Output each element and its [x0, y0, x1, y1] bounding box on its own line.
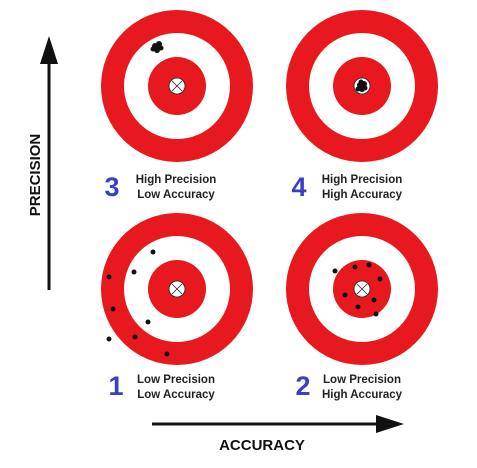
- bullseye-cross: [171, 283, 183, 295]
- shot: [355, 304, 361, 310]
- shot: [106, 336, 112, 342]
- shot: [362, 85, 368, 91]
- precision-arrow-head: [40, 36, 58, 64]
- target-caption-line1: High Precision: [136, 174, 217, 186]
- shot-scatter: [106, 249, 170, 357]
- target-number: 4: [291, 172, 306, 202]
- precision-axis-label: PRECISION: [27, 134, 44, 217]
- target-caption-line2: High Accuracy: [322, 389, 403, 401]
- shot: [332, 268, 338, 274]
- target-caption-line1: High Precision: [322, 174, 403, 186]
- target-number: 2: [295, 371, 310, 401]
- bullseye-cross: [171, 80, 183, 92]
- shot: [373, 311, 379, 317]
- shot: [145, 319, 151, 325]
- shot: [358, 79, 364, 85]
- precision-axis: PRECISION: [27, 36, 58, 290]
- shot: [150, 249, 156, 255]
- shot: [150, 46, 156, 52]
- shot-scatter: [332, 262, 383, 317]
- shot: [371, 297, 377, 303]
- shot: [164, 351, 170, 357]
- target-caption-line2: Low Accuracy: [137, 389, 215, 401]
- bullseye-cross: [356, 283, 368, 295]
- accuracy-arrow-head: [376, 415, 404, 433]
- accuracy-axis-label: ACCURACY: [219, 437, 305, 454]
- shot-cluster: [150, 41, 164, 53]
- shot: [106, 274, 112, 280]
- target-1: 1 Low Precision Low Accuracy: [101, 213, 253, 401]
- target-3: 3 High Precision Low Accuracy: [101, 10, 253, 202]
- shot: [377, 276, 383, 282]
- target-caption-line2: Low Accuracy: [137, 189, 215, 201]
- shot: [342, 292, 348, 298]
- shot: [355, 86, 361, 92]
- target-2: 2 Low Precision High Accuracy: [286, 213, 438, 401]
- target-number: 1: [108, 371, 123, 401]
- target-caption-line1: Low Precision: [323, 374, 401, 386]
- shot: [366, 262, 372, 268]
- target-caption-line1: Low Precision: [137, 374, 215, 386]
- shot: [155, 44, 161, 50]
- target-4: 4 High Precision High Accuracy: [286, 10, 438, 202]
- shot: [352, 264, 358, 270]
- shot-cluster: [355, 79, 368, 92]
- shot: [131, 269, 137, 275]
- shot: [110, 306, 116, 312]
- shot: [132, 334, 138, 340]
- target-number: 3: [104, 172, 119, 202]
- target-caption-line2: High Accuracy: [322, 189, 403, 201]
- accuracy-axis: ACCURACY: [152, 415, 404, 454]
